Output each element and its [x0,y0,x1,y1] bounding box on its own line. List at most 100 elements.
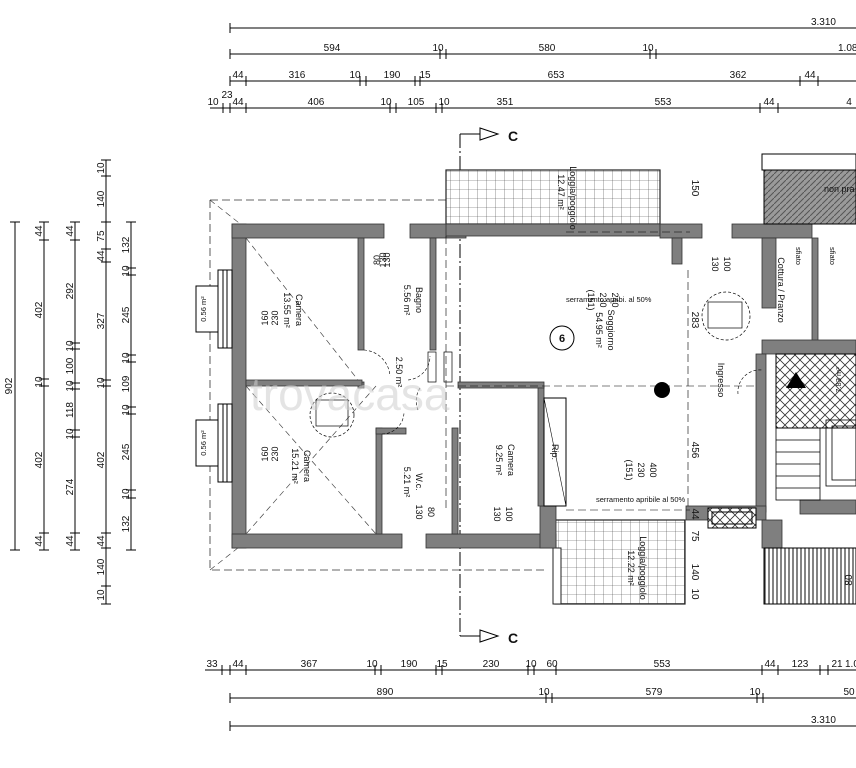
dim-text: 140 [96,190,107,207]
dim-text: 1.08 [838,43,856,54]
dim-text: 402 [34,301,45,318]
dim-text: 10 [438,97,450,108]
top-dimension-lines [210,23,856,113]
dim-text: 230 [483,659,500,670]
note-serramento-top: serramento apribi. al 50% [566,295,652,304]
dim-text: 132 [121,515,132,532]
window-left-2: 0.56 m² [195,403,233,483]
dim-text: 140 [689,564,700,581]
dim-text: 132 [121,236,132,253]
non-prop-label: non pra [824,184,855,194]
dim-text: 10 [121,488,132,500]
stair-landing [775,353,856,429]
opening-h: 130 [492,506,502,521]
dim-text: 44 [804,70,816,81]
room-area-loggia-bottom: 12.22 m² [626,550,636,586]
note-sfiato: sfiato [828,247,837,265]
room-name-camera1: Camera [294,294,304,326]
room-name-camera3: Camera [506,444,516,476]
dim-text: 140 [96,558,107,575]
opening-h: 130 [382,252,392,267]
walls [231,223,856,549]
dim-text: 10 [65,380,76,392]
bottom-dimension-texts: 33 44 367 10 190 15 230 10 60 553 44 123… [206,659,856,726]
opening-b: 230 [598,292,608,307]
note-serramento-bottom: serramento apribile al 50% [596,495,686,504]
section-arrow-icon [479,629,500,643]
dim-text: 190 [401,659,418,670]
dim-text: 316 [289,70,306,81]
opening-h: 130 [414,504,424,519]
dim-text: 44 [65,535,76,547]
inner-dimensions: 150 283 456 44 75 140 10 [689,180,700,600]
dim-text: 44 [34,225,45,237]
room-name-soggiorno: Soggiorno [606,309,616,350]
dim-text: 10 [525,659,537,670]
dim-text: 10 [432,43,444,54]
dim-text: 118 [65,402,76,418]
room-name-rip: Rip. [550,444,560,460]
dim-text: 245 [121,306,132,323]
non-prop-area [763,169,856,225]
bedroom-diagonals [245,237,377,535]
room-area-stair: 7.83 m² [834,367,843,393]
dim-text: 109 [121,375,132,392]
opening-w: 80 [372,255,382,265]
dim-text: 10 [121,352,132,364]
stair-steps [775,419,856,501]
dim-text: 44 [232,70,244,81]
room-area-camera2: 15.21 m² [290,448,300,484]
room-name-ingresso: Ingresso [716,363,726,398]
dim-text: 10 [96,589,107,601]
opening-h: 230 [270,310,280,325]
dim-text: 10 [366,659,378,670]
dim-text: 327 [96,312,107,329]
dim-text: 653 [548,70,565,81]
dim-text: 902 [4,377,15,394]
room-name-loggia-top: Loggia/poggiolo [568,166,578,230]
dim-text: 553 [655,97,672,108]
dim-text: 44 [96,250,107,262]
dim-text: 44 [689,508,700,520]
dim-text: 402 [34,451,45,468]
room-name-bagno: Bagno [414,287,424,313]
dim-text: 406 [308,97,325,108]
dim-text: 23 [221,90,233,101]
section-label-top: C [508,128,518,144]
dim-text: 1.08 [845,659,856,670]
dim-text: 33 [206,659,218,670]
dim-text: 10 [689,588,700,600]
section-arrow-icon [479,127,500,141]
room-area-soggiorno: 54.95 m² [594,312,604,348]
dim-text: 123 [792,659,809,670]
opening-c: (151) [624,459,634,480]
room-name-loggia-bottom: Loggia/poggiolo [638,536,648,600]
dim-total-bottom: 3.310 [811,715,836,726]
door-swings [363,349,763,435]
opening-a: 240 [610,292,620,307]
room-area-wc: 5.21 m² [402,467,412,498]
column-icon [654,382,670,398]
dim-text: 100 [65,357,76,374]
opening-w: 100 [504,506,514,521]
dim-text: 15 [436,659,448,670]
dim-text: 274 [65,478,76,495]
dim-text: 10 [749,687,761,698]
loggia-bottom [554,519,686,605]
dim-text: 10 [642,43,654,54]
window-area: 0.56 m² [199,430,208,456]
unit-number: 6 [559,333,565,345]
dim-text: 553 [654,659,671,670]
opening-a: 400 [648,462,658,477]
dim-text: 10 [380,97,392,108]
dim-text: 10 [96,162,107,174]
dim-text: 44 [65,225,76,237]
dim-text: 190 [384,70,401,81]
opening-w: 160 [260,310,270,325]
dim-text: 60 [546,659,558,670]
dim-text: 44 [764,659,776,670]
arrow-icon [786,372,806,388]
dim-text: 367 [301,659,318,670]
dim-text: 10 [96,377,107,389]
room-area-disimpegno: 2.50 m² [394,357,404,388]
